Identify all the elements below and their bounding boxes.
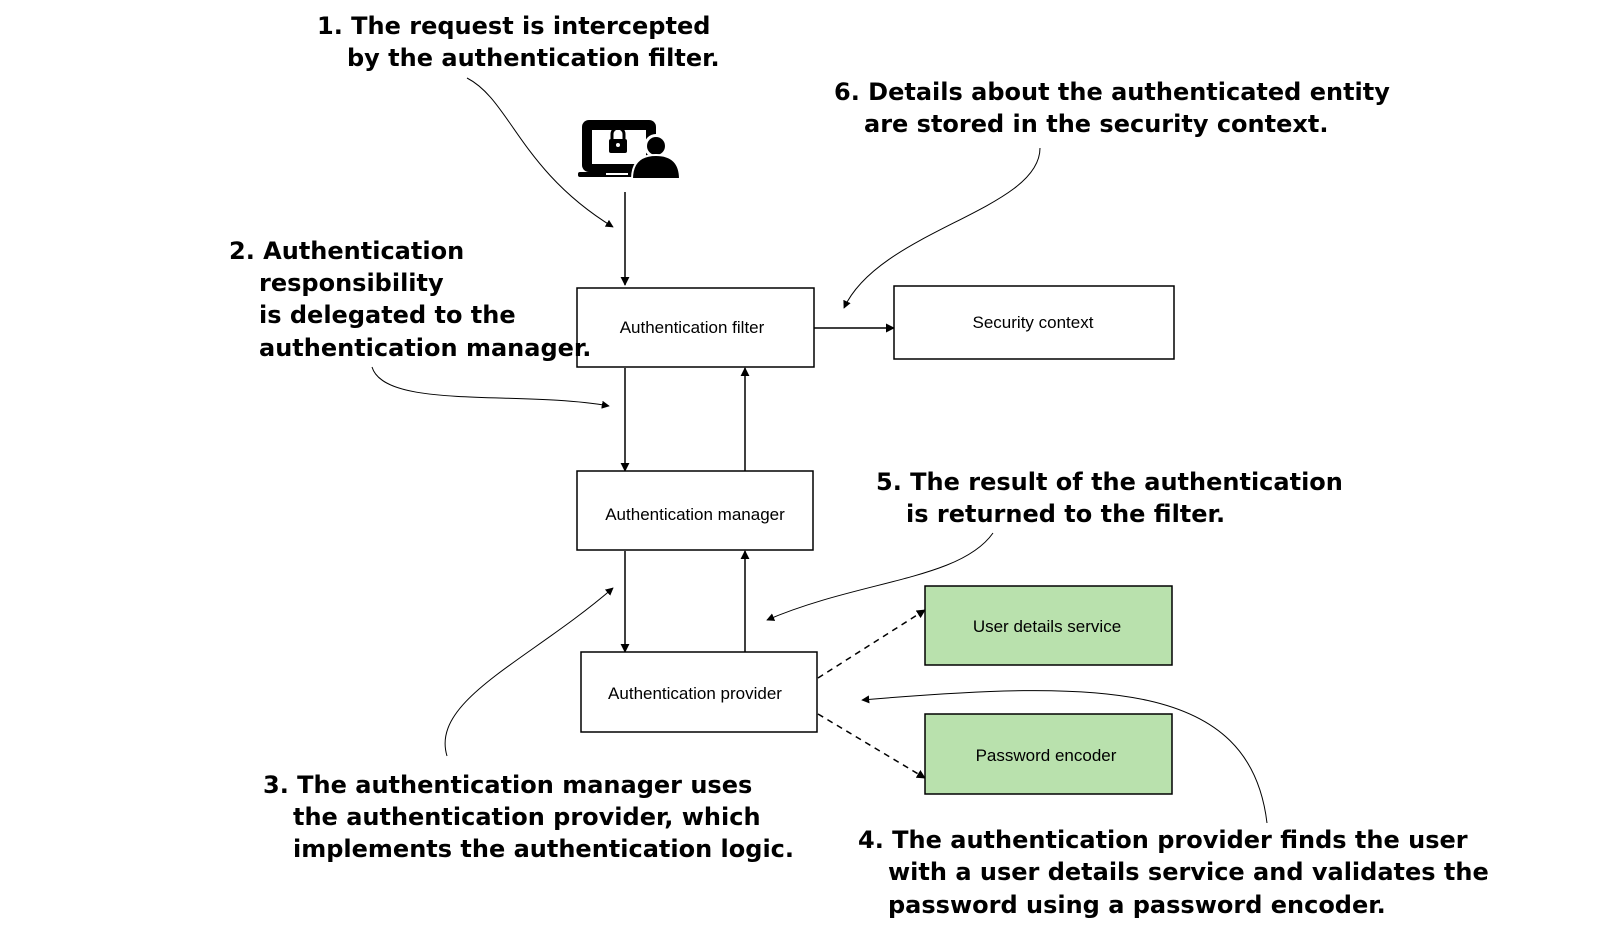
- step2-annotation: 2. Authentication responsibility is dele…: [229, 237, 591, 362]
- step4-pointer: [861, 690, 1268, 824]
- step3-line3: implements the authentication logic.: [293, 835, 794, 863]
- password-encoder-box: Password encoder: [924, 713, 1173, 795]
- step5-annotation: 5. The result of the authentication is r…: [876, 468, 1351, 528]
- step2-line4: authentication manager.: [259, 334, 591, 362]
- step4-line1: 4. The authentication provider finds the…: [858, 826, 1468, 854]
- step4-annotation: 4. The authentication provider finds the…: [858, 826, 1497, 919]
- authentication-provider-box: Authentication provider: [580, 651, 818, 733]
- user-details-service-box: User details service: [924, 585, 1173, 666]
- authentication-provider-label: Authentication provider: [608, 684, 782, 703]
- authentication-filter-label: Authentication filter: [620, 318, 765, 337]
- step3-line1: 3. The authentication manager uses: [263, 771, 752, 799]
- step6-pointer: [843, 147, 1041, 309]
- user-details-service-label: User details service: [973, 617, 1121, 636]
- security-context-box: Security context: [893, 285, 1175, 360]
- provider-to-user-details-arrow: [817, 609, 926, 679]
- step3-annotation: 3. The authentication manager uses the a…: [263, 771, 794, 863]
- provider-to-password-encoder-arrow: [817, 713, 926, 779]
- step4-line2: with a user details service and validate…: [888, 858, 1489, 886]
- step6-line2: are stored in the security context.: [864, 110, 1328, 138]
- step2-pointer: [371, 366, 610, 409]
- step5-pointer: [766, 532, 994, 621]
- step1-annotation: 1. The request is intercepted by the aut…: [317, 12, 720, 72]
- step3-line2: the authentication provider, which: [293, 803, 761, 831]
- step3-pointer: [444, 587, 614, 757]
- authentication-filter-box: Authentication filter: [576, 287, 815, 368]
- step6-annotation: 6. Details about the authenticated entit…: [834, 78, 1398, 138]
- step1-line2: by the authentication filter.: [347, 44, 720, 72]
- step6-line1: 6. Details about the authenticated entit…: [834, 78, 1390, 106]
- authentication-manager-box: Authentication manager: [576, 470, 814, 551]
- authentication-manager-label: Authentication manager: [605, 505, 785, 524]
- laptop-lock-user-icon: [578, 120, 682, 180]
- step1-pointer: [466, 77, 614, 228]
- step2-line3: is delegated to the: [259, 301, 516, 329]
- step4-line3: password using a password encoder.: [888, 891, 1386, 919]
- security-context-label: Security context: [973, 313, 1094, 332]
- step1-line1: 1. The request is intercepted: [317, 12, 710, 40]
- step5-line1: 5. The result of the authentication: [876, 468, 1343, 496]
- password-encoder-label: Password encoder: [976, 746, 1117, 765]
- step2-line2: responsibility: [259, 269, 444, 297]
- step5-line2: is returned to the filter.: [906, 500, 1225, 528]
- step2-line1: 2. Authentication: [229, 237, 464, 265]
